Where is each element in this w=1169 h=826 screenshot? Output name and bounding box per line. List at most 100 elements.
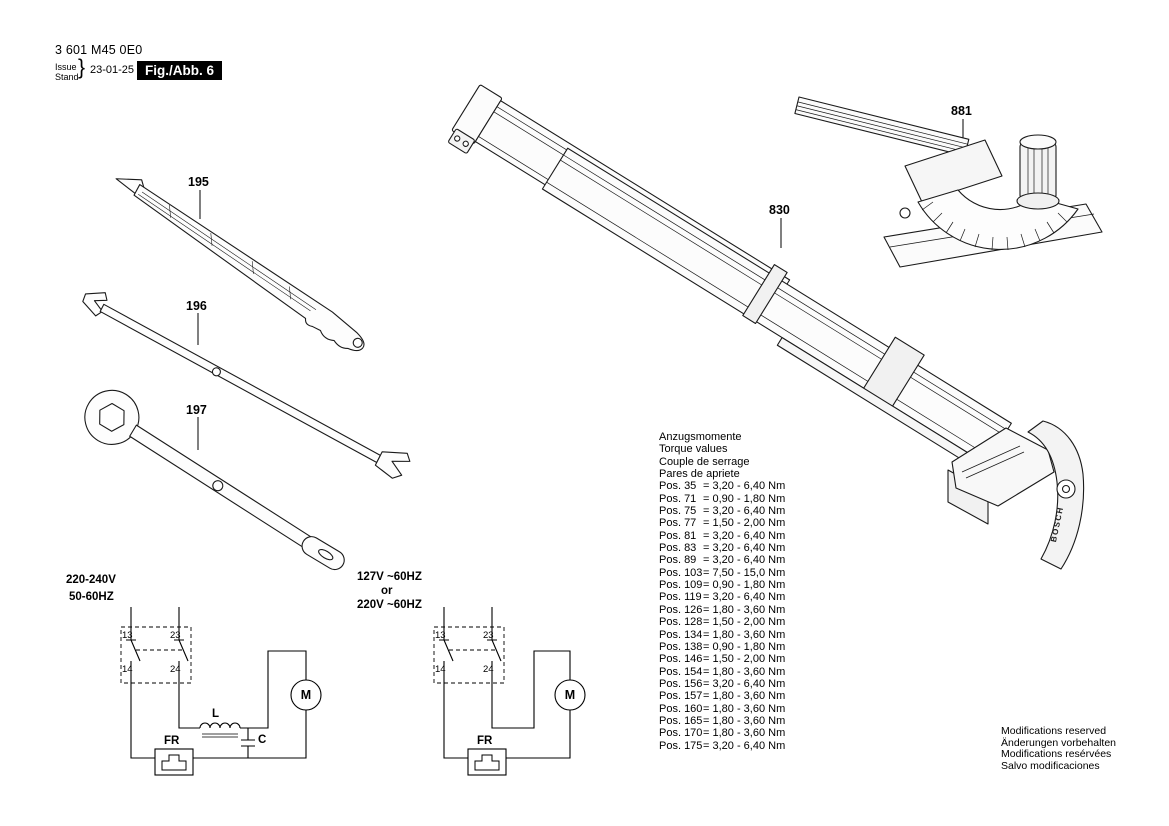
torque-row: Pos. 170= 1,80 - 3,60 Nm [659, 727, 785, 739]
contact-23-right: 23 [483, 630, 494, 641]
torque-pos: Pos. 156 [659, 677, 703, 690]
torque-title-de: Anzugsmomente [659, 431, 742, 443]
torque-pos: Pos. 83 [659, 542, 697, 555]
wrench-195-drawing [115, 178, 365, 352]
voltage-label-left-1: 220-240V [66, 574, 116, 586]
torque-value: = 1,80 - 3,60 Nm [703, 603, 786, 616]
torque-value: = 3,20 - 6,40 Nm [703, 480, 786, 493]
torque-pos: Pos. 165 [659, 714, 703, 727]
circuit-right-drawing [433, 607, 586, 776]
contact-13-right: 13 [435, 630, 446, 641]
torque-row: Pos. 35 = 3,20 - 6,40 Nm [659, 480, 785, 492]
torque-pos: Pos. 89 [659, 554, 697, 567]
torque-row: Pos. 77 = 1,50 - 2,00 Nm [659, 517, 785, 529]
notice-line-en: Modifications reserved [1001, 725, 1107, 737]
torque-value: = 1,80 - 3,60 Nm [703, 628, 786, 641]
torque-pos: Pos. 138 [659, 640, 703, 653]
callout-197: 197 [186, 403, 207, 417]
motor-label-left: M [300, 688, 312, 702]
voltage-label-right-3: 220V ~60HZ [357, 599, 422, 611]
torque-row: Pos. 154= 1,80 - 3,60 Nm [659, 666, 785, 678]
part-number: 3 601 M45 0E0 [55, 43, 143, 57]
torque-row: Pos. 126= 1,80 - 3,60 Nm [659, 604, 785, 616]
contact-23-left: 23 [170, 630, 181, 641]
torque-table: Anzugsmomente Torque values Couple de se… [659, 431, 785, 752]
torque-row: Pos. 128= 1,50 - 2,00 Nm [659, 616, 785, 628]
torque-pos: Pos. 119 [659, 591, 702, 604]
torque-pos: Pos. 71 [659, 492, 697, 505]
torque-pos: Pos. 77 [659, 517, 697, 530]
torque-row: Pos. 138= 0,90 - 1,80 Nm [659, 641, 785, 653]
torque-row: Pos. 146= 1,50 - 2,00 Nm [659, 653, 785, 665]
torque-value: = 0,90 - 1,80 Nm [703, 640, 786, 653]
torque-value: = 0,90 - 1,80 Nm [703, 492, 786, 505]
motor-label-right: M [564, 688, 576, 702]
torque-value: = 1,50 - 2,00 Nm [703, 653, 786, 666]
torque-pos: Pos. 154 [659, 665, 703, 678]
contact-24-left: 24 [170, 664, 181, 675]
rail-830-drawing [448, 84, 1012, 473]
callout-881: 881 [951, 104, 972, 118]
torque-row: Pos. 157= 1,80 - 3,60 Nm [659, 690, 785, 702]
voltage-label-left-2: 50-60HZ [69, 591, 114, 603]
leader-lines [197, 119, 964, 450]
torque-value: = 1,80 - 3,60 Nm [703, 714, 786, 727]
torque-pos: Pos. 81 [659, 529, 697, 542]
torque-row: Pos. 160= 1,80 - 3,60 Nm [659, 703, 785, 715]
torque-value: = 0,90 - 1,80 Nm [703, 579, 786, 592]
callout-830: 830 [769, 203, 790, 217]
torque-value: = 7,50 - 15,0 Nm [703, 566, 786, 579]
brace-glyph: } [78, 56, 86, 79]
torque-row: Pos. 83 = 3,20 - 6,40 Nm [659, 542, 785, 554]
figure-label: Fig./Abb. 6 [137, 61, 222, 80]
torque-value: = 1,50 - 2,00 Nm [703, 616, 786, 629]
torque-pos: Pos. 128 [659, 616, 703, 629]
issue-label: Issue [55, 62, 77, 72]
torque-pos: Pos. 157 [659, 690, 703, 703]
stand-label: Stand [55, 72, 79, 82]
modifications-notice: Modifications reserved Änderungen vorbeh… [1001, 725, 1117, 773]
torque-row: Pos. 81= 3,20 - 6,40 Nm [659, 530, 785, 542]
torque-pos: Pos. 126 [659, 603, 703, 616]
torque-title-es: Pares de apriete [659, 468, 740, 481]
notice-line-fr: Modifications resérvées [1001, 748, 1112, 761]
torque-value: = 3,20 - 6,40 Nm [703, 591, 786, 604]
torque-value: = 3,20 - 6,40 Nm [703, 505, 786, 518]
torque-title-fr: Couple de serrage [659, 455, 750, 468]
torque-pos: Pos. 170 [659, 727, 703, 740]
wrench-197-drawing [84, 389, 345, 571]
torque-value: = 3,20 - 6,40 Nm [703, 739, 786, 752]
torque-pos: Pos. 109 [659, 579, 703, 592]
torque-title-en: Torque values [659, 443, 728, 456]
callout-195: 195 [188, 175, 209, 189]
notice-line-de: Änderungen vorbehalten [1001, 736, 1117, 749]
torque-row: Pos. 119= 3,20 - 6,40 Nm [659, 591, 785, 603]
inductor-label: L [212, 708, 220, 720]
torque-pos: Pos. 160 [659, 702, 703, 715]
circuit-left-drawing [120, 607, 322, 776]
filter-label-left: FR [164, 735, 180, 747]
wrench-196-drawing [82, 292, 411, 479]
torque-value: = 1,80 - 3,60 Nm [703, 665, 786, 678]
callout-196: 196 [186, 299, 207, 313]
voltage-label-right-1: 127V ~60HZ [357, 571, 422, 583]
torque-row: Pos. 75 = 3,20 - 6,40 Nm [659, 505, 785, 517]
torque-value: = 1,50 - 2,00 Nm [703, 517, 786, 530]
torque-row: Pos. 71 = 0,90 - 1,80 Nm [659, 493, 785, 505]
torque-row: Pos. 175= 3,20 - 6,40 Nm [659, 740, 785, 752]
torque-row: Pos. 89 = 3,20 - 6,40 Nm [659, 554, 785, 566]
torque-pos: Pos. 146 [659, 653, 703, 666]
torque-value: = 1,80 - 3,60 Nm [703, 690, 786, 703]
torque-row: Pos. 134= 1,80 - 3,60 Nm [659, 629, 785, 641]
torque-pos: Pos. 134 [659, 628, 703, 641]
torque-row: Pos. 165= 1,80 - 3,60 Nm [659, 715, 785, 727]
torque-value: = 3,20 - 6,40 Nm [703, 554, 786, 567]
torque-pos: Pos. 75 [659, 505, 697, 518]
contact-14-left: 14 [122, 664, 133, 675]
torque-value: = 3,20 - 6,40 Nm [703, 677, 786, 690]
contact-24-right: 24 [483, 664, 494, 675]
torque-pos: Pos. 35 [659, 480, 697, 493]
torque-value: = 3,20 - 6,40 Nm [703, 542, 786, 555]
torque-pos: Pos. 103 [659, 566, 703, 579]
